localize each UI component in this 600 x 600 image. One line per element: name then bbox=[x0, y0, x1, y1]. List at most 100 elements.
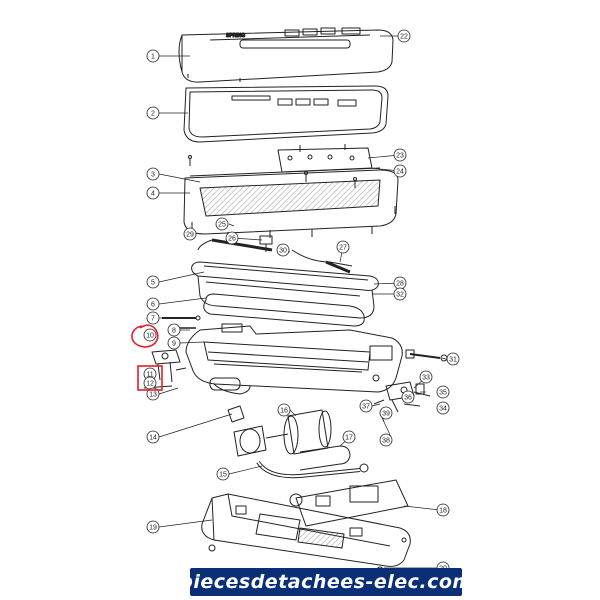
callout-circle bbox=[419, 370, 433, 384]
callout-5: 5 bbox=[146, 275, 160, 289]
callout-circle bbox=[167, 323, 181, 337]
callout-circle bbox=[183, 227, 197, 241]
callout-circle bbox=[393, 287, 407, 301]
callout-number: 22 bbox=[400, 33, 408, 40]
callout-circle bbox=[215, 217, 229, 231]
callout-33: 33 bbox=[419, 370, 433, 384]
callout-number: 2 bbox=[151, 110, 155, 117]
callout-15: 15 bbox=[216, 467, 230, 481]
callout-6: 6 bbox=[146, 297, 160, 311]
callout-number: 4 bbox=[151, 190, 155, 197]
callout-8: 8 bbox=[167, 323, 181, 337]
callout-number: 12 bbox=[146, 380, 154, 387]
callout-circle bbox=[146, 275, 160, 289]
callout-9: 9 bbox=[167, 336, 181, 350]
callout-number: 29 bbox=[186, 231, 194, 238]
callout-number: 1 bbox=[151, 53, 155, 60]
callout-number: 31 bbox=[449, 356, 457, 363]
callout-circle bbox=[277, 403, 291, 417]
callout-number: 37 bbox=[362, 403, 370, 410]
callout-13: 13 bbox=[146, 387, 160, 401]
callout-circle bbox=[379, 406, 393, 420]
callout-circle bbox=[146, 297, 160, 311]
callout-number: 39 bbox=[382, 410, 390, 417]
callout-number: 8 bbox=[172, 327, 176, 334]
callout-37: 37 bbox=[359, 399, 373, 413]
callout-number: 35 bbox=[439, 389, 447, 396]
callout-26: 26 bbox=[225, 231, 239, 245]
callout-number: 9 bbox=[172, 340, 176, 347]
callout-number: 36 bbox=[404, 394, 412, 401]
highlight-circle bbox=[131, 324, 159, 348]
callout-38: 38 bbox=[379, 433, 393, 447]
callout-10: 10 bbox=[143, 328, 157, 342]
callout-39: 39 bbox=[379, 406, 393, 420]
callout-18: 18 bbox=[436, 503, 450, 517]
callout-1: 1 bbox=[146, 49, 160, 63]
callout-circle bbox=[146, 167, 160, 181]
callout-circle bbox=[143, 328, 157, 342]
callout-number: 26 bbox=[228, 235, 236, 242]
callout-number: 32 bbox=[396, 291, 404, 298]
callout-number: 34 bbox=[439, 405, 447, 412]
callout-number: 33 bbox=[422, 374, 430, 381]
callout-circle bbox=[436, 401, 450, 415]
callout-34: 34 bbox=[436, 401, 450, 415]
part-hose bbox=[256, 460, 369, 479]
callout-number: 38 bbox=[382, 437, 390, 444]
callout-circle bbox=[146, 186, 160, 200]
callout-circle bbox=[146, 106, 160, 120]
callout-number: 10 bbox=[146, 332, 154, 339]
highlight-annotations bbox=[131, 324, 163, 391]
callout-circle bbox=[216, 467, 230, 481]
callout-circle bbox=[146, 311, 160, 325]
callout-30: 30 bbox=[276, 243, 290, 257]
part-top-cover: SPRING bbox=[178, 27, 394, 83]
callout-16: 16 bbox=[277, 403, 291, 417]
callout-4: 4 bbox=[146, 186, 160, 200]
callout-36: 36 bbox=[401, 390, 415, 404]
watermark-banner: piecesdetachees-elec.com bbox=[178, 568, 472, 596]
callout-number: 23 bbox=[396, 152, 404, 159]
callout-22: 22 bbox=[397, 29, 411, 43]
callout-27: 27 bbox=[336, 240, 350, 254]
part-vacuum-chamber bbox=[185, 323, 403, 393]
part-control-panel bbox=[183, 85, 389, 143]
callout-circle bbox=[225, 231, 239, 245]
callout-17: 17 bbox=[342, 430, 356, 444]
callout-circle bbox=[393, 164, 407, 178]
callout-circle bbox=[167, 336, 181, 350]
callout-32: 32 bbox=[393, 287, 407, 301]
highlight-box bbox=[137, 365, 163, 391]
part-clip bbox=[209, 377, 251, 423]
callout-11: 11 bbox=[143, 367, 157, 381]
watermark-text: piecesdetachees-elec.com bbox=[178, 571, 472, 593]
callout-number: 25 bbox=[218, 221, 226, 228]
callout-circle bbox=[401, 390, 415, 404]
callout-circle bbox=[379, 433, 393, 447]
callout-circle bbox=[276, 243, 290, 257]
callout-number: 28 bbox=[396, 280, 404, 287]
callout-circle bbox=[146, 520, 160, 534]
part-gasket-upper bbox=[191, 261, 379, 319]
callout-24: 24 bbox=[393, 164, 407, 178]
callout-circle bbox=[336, 240, 350, 254]
callout-circle bbox=[342, 430, 356, 444]
callout-28: 28 bbox=[393, 276, 407, 290]
callout-circle bbox=[146, 430, 160, 444]
callout-29: 29 bbox=[183, 227, 197, 241]
callout-35: 35 bbox=[436, 385, 450, 399]
callout-number: 18 bbox=[439, 507, 447, 514]
part-power-board bbox=[289, 479, 409, 527]
callout-25: 25 bbox=[215, 217, 229, 231]
part-right-connector bbox=[405, 349, 448, 362]
callout-7: 7 bbox=[146, 311, 160, 325]
brand-label: SPRING bbox=[226, 33, 245, 39]
callout-number: 14 bbox=[149, 434, 157, 441]
callout-number: 5 bbox=[151, 279, 155, 286]
callout-23: 23 bbox=[393, 148, 407, 162]
callout-circle bbox=[359, 399, 373, 413]
part-gasket-lower bbox=[203, 293, 365, 327]
callout-number: 15 bbox=[219, 471, 227, 478]
